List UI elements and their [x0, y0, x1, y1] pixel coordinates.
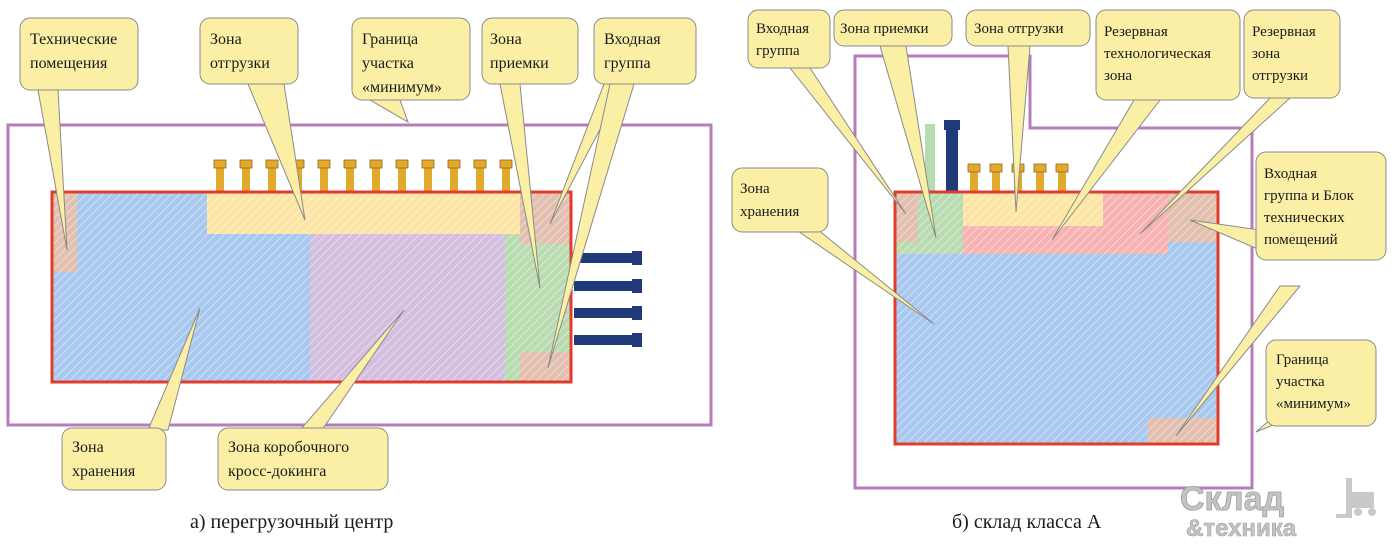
dock-door-cap [317, 159, 331, 169]
callout-receiving-a: Зона приемки [481, 17, 579, 85]
callout-entrance-tech-b: Входная группа и Блок технических помеще… [1255, 151, 1387, 261]
dock-door [346, 166, 354, 192]
receiving-docks-a [574, 251, 642, 347]
shipping-docks-a [213, 159, 513, 192]
brand-logo: Склад &техника [1180, 478, 1376, 542]
dock-door-cap [1055, 163, 1069, 173]
callout-reserve-tech-b: Резервная технологическая зона [1095, 9, 1241, 101]
callout-text: отгрузки [1252, 68, 1308, 84]
callout-text: участка [1276, 374, 1325, 390]
dock-door [970, 170, 978, 192]
callout-entrance-a: Входная группа [593, 17, 697, 85]
callout-text: хранения [72, 463, 136, 480]
callout-shipping-b: Зона отгрузки [965, 9, 1091, 47]
caption-a: а) перегрузочный центр [190, 511, 393, 533]
callout-entrance-b: Входная группа [747, 9, 831, 69]
dock-door-cap [473, 159, 487, 169]
callout-text: помещения [30, 55, 108, 72]
dock-door-cap [395, 159, 409, 169]
forklift-icon [1336, 478, 1376, 518]
callout-storage-a: Зона хранения [61, 427, 167, 491]
dock-door-cap [213, 159, 227, 169]
dock-door [320, 166, 328, 192]
dock-door [1036, 170, 1044, 192]
callout-text: Зона [72, 439, 104, 456]
callout-text: участка [362, 55, 414, 72]
site-boundary-a [6, 123, 713, 427]
callout-text: помещений [1264, 232, 1338, 248]
callout-text: зона [1104, 68, 1132, 84]
callout-text: Зона приемки [840, 21, 928, 37]
dock-door [424, 166, 432, 192]
callout-pointers-b [768, 45, 1302, 437]
dock-door [992, 170, 1000, 192]
callout-site-border-b: Граница участка «минимум» [1265, 339, 1377, 427]
callout-text: зона [1252, 46, 1280, 62]
dock-door-cap [421, 159, 435, 169]
callout-text: Граница [362, 31, 418, 48]
dock-door [398, 166, 406, 192]
callout-text: группа [604, 55, 651, 72]
callout-text: группа [756, 43, 800, 59]
callout-pointers-a [37, 83, 635, 431]
dock-door-cap [239, 159, 253, 169]
callout-text: технологическая [1104, 46, 1211, 62]
callout-text: технических [1264, 210, 1345, 226]
callout-text: Входная [1264, 166, 1317, 182]
logo-line-2: &техника [1186, 515, 1297, 542]
dock-door [1058, 170, 1066, 192]
dock-door-cap [343, 159, 357, 169]
dock-door-cap [447, 159, 461, 169]
dock-door-cap [369, 159, 383, 169]
dock-door-cap [265, 159, 279, 169]
dock-door [268, 166, 276, 192]
callout-text: Зона коробочного [228, 439, 349, 456]
callout-text: группа и Блок [1264, 188, 1355, 204]
callout-text: Входная [756, 21, 809, 37]
dock-door-cap [1033, 163, 1047, 173]
callout-text: приемки [490, 55, 549, 72]
callout-storage-b: Зона хранения [731, 167, 829, 233]
dock-door-cap [989, 163, 1003, 173]
caption-b: б) склад класса А [952, 511, 1102, 533]
callout-text: Граница [1276, 352, 1329, 368]
callout-text: хранения [740, 204, 799, 220]
callout-text: Зона [740, 181, 770, 197]
callout-receiving-b: Зона приемки [833, 9, 953, 47]
callout-reserve-shipping-b: Резервная зона отгрузки [1243, 9, 1341, 99]
dock-door-cap [967, 163, 981, 173]
callout-technical-a: Технические помещения [19, 17, 139, 91]
callout-crossdock-a: Зона коробочного кросс-докинга [217, 427, 389, 491]
receiving-dock-b [925, 120, 960, 192]
dock-door [372, 166, 380, 192]
callout-site-border-a: Граница участка «минимум» [351, 17, 471, 101]
callout-text: кросс-докинга [228, 463, 326, 480]
callout-text: Зона [490, 31, 522, 48]
diagram-b: Входная группа Зона приемки Зона отгрузк… [731, 9, 1387, 533]
callout-text: отгрузки [210, 55, 270, 72]
callout-text: Технические [30, 31, 117, 48]
logo-line-1: Склад [1180, 480, 1284, 518]
callout-text: «минимум» [1276, 396, 1351, 412]
building-outline-b [893, 190, 1220, 446]
callout-text: «минимум» [362, 79, 442, 96]
dock-door [242, 166, 250, 192]
dock-door [502, 166, 510, 192]
callout-shipping-a: Зона отгрузки [199, 17, 299, 85]
callout-text: Резервная [1252, 24, 1316, 40]
callout-text: Резервная [1104, 24, 1168, 40]
diagram-a: Технические помещения Зона отгрузки Гран… [6, 17, 713, 533]
dock-door-cap [499, 159, 513, 169]
callout-text: Входная [604, 31, 661, 48]
callout-text: Зона [210, 31, 242, 48]
dock-door [450, 166, 458, 192]
dock-door [216, 166, 224, 192]
callout-text: Зона отгрузки [974, 21, 1064, 37]
dock-door [476, 166, 484, 192]
